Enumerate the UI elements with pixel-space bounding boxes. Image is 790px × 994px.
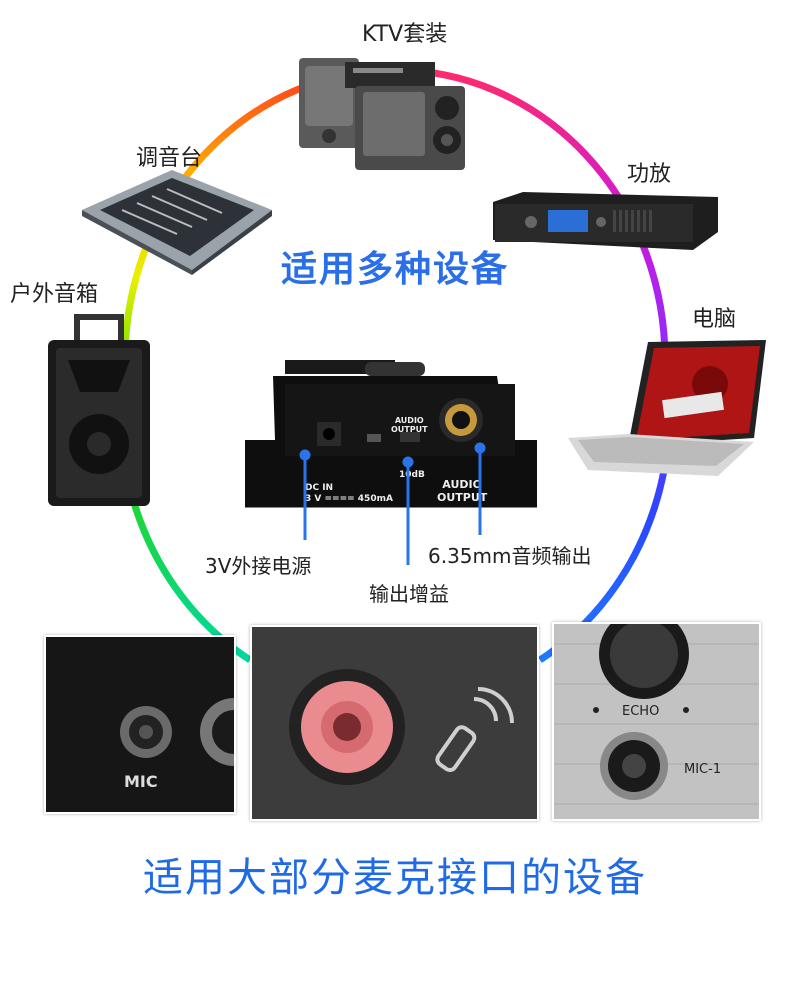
panel-dc-label: DC IN (305, 483, 334, 493)
ktv-label: KTV套装 (362, 22, 448, 47)
mic1-label: MIC-1 (684, 762, 722, 777)
wireless-mic-port-photo (250, 625, 539, 821)
receiver-back-panel (245, 360, 537, 509)
laptop-image (568, 338, 768, 478)
heading: 适用多种设备 (280, 249, 509, 290)
mic-label: MIC (124, 772, 158, 791)
outdoor-speaker-label: 户外音箱 (10, 282, 99, 307)
panel-audio-output-small: AUDIO OUTPUT (391, 416, 428, 434)
panel-gain-value: 10dB (399, 470, 425, 480)
mixer-image (82, 170, 272, 275)
amplifier-image (493, 192, 718, 254)
ktv-speaker-set-image (295, 48, 470, 173)
mixer-label: 调音台 (136, 146, 203, 171)
panel-dc-spec: 3 V ==== 450mA (305, 494, 393, 504)
panel-audio-output-big: AUDIO OUTPUT (437, 478, 488, 504)
amplifier-label: 功放 (627, 162, 672, 187)
echo-mic1-photo: ECHO MIC-1 (552, 622, 761, 821)
power-port-label: 3V外接电源 (205, 554, 312, 578)
footer-heading: 适用大部分麦克接口的设备 (143, 855, 647, 901)
mic-port-photo: MIC (44, 635, 236, 814)
gain-label: 输出增益 (369, 582, 449, 606)
computer-label: 电脑 (692, 307, 737, 332)
outdoor-speaker-image (46, 312, 152, 508)
audio-out-label: 6.35mm音频输出 (428, 544, 592, 568)
echo-label: ECHO (622, 704, 660, 719)
